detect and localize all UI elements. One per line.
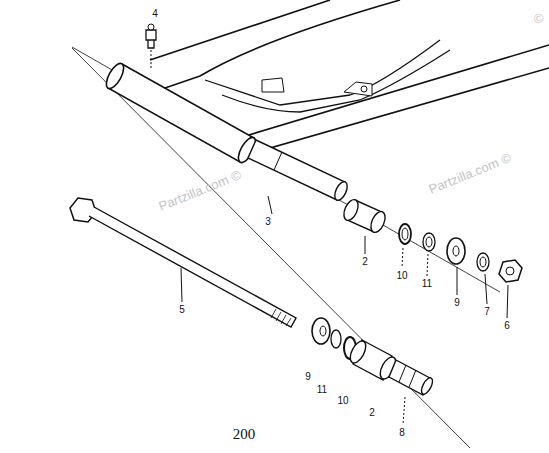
callout-number: 10 bbox=[395, 271, 408, 281]
bushing-end bbox=[347, 339, 369, 366]
leader-line bbox=[403, 397, 405, 425]
nut bbox=[499, 260, 522, 282]
callout-number: 9 bbox=[304, 372, 312, 382]
watermark: © bbox=[532, 10, 546, 26]
leader-line bbox=[402, 248, 403, 268]
bracket bbox=[262, 78, 284, 92]
leader-line bbox=[457, 267, 458, 295]
leader-line bbox=[427, 254, 428, 276]
callout-number: 7 bbox=[483, 307, 491, 317]
lock-washer bbox=[477, 253, 489, 271]
washer bbox=[312, 318, 330, 344]
seal-hole bbox=[402, 228, 408, 240]
washer bbox=[447, 238, 465, 264]
washer bbox=[331, 330, 341, 348]
collar-step bbox=[399, 365, 406, 382]
leader-line bbox=[151, 50, 152, 68]
grease-nipple bbox=[148, 24, 154, 30]
callout-number: 2 bbox=[361, 257, 369, 267]
axis-line bbox=[72, 47, 500, 292]
bracket bbox=[344, 82, 372, 96]
leader-line bbox=[181, 268, 182, 302]
pivot-tube-end bbox=[103, 61, 127, 91]
leader-line bbox=[268, 196, 272, 214]
callout-number: 3 bbox=[264, 217, 272, 227]
washer-hole bbox=[320, 326, 326, 336]
nut-hole bbox=[506, 267, 514, 275]
grease-nipple bbox=[148, 40, 154, 48]
collar-end bbox=[419, 376, 435, 396]
washer-hole bbox=[453, 246, 459, 256]
callout-number: 5 bbox=[178, 305, 186, 315]
callout-number: 11 bbox=[316, 385, 328, 395]
cross-member bbox=[205, 40, 440, 105]
callout-number: 9 bbox=[453, 298, 461, 308]
callout-number: 2 bbox=[368, 408, 376, 418]
pivot-tube bbox=[108, 64, 254, 162]
bushing-end bbox=[368, 210, 388, 235]
callout-number: 11 bbox=[421, 279, 433, 289]
leader-line bbox=[365, 236, 366, 254]
leader-line bbox=[507, 285, 508, 318]
seal bbox=[399, 224, 411, 244]
bracket-hole bbox=[361, 86, 367, 92]
collar-step bbox=[274, 152, 282, 170]
watermark: Partzilla.com © bbox=[157, 168, 243, 213]
pivot-bolt bbox=[89, 207, 296, 327]
inner-collar bbox=[248, 140, 345, 200]
callout-number: 8 bbox=[398, 428, 406, 438]
callout-number: 6 bbox=[503, 321, 511, 331]
swingarm-arm bbox=[165, 0, 400, 88]
figure-number: 200 bbox=[231, 427, 258, 442]
grease-nipple bbox=[146, 30, 156, 40]
leader-line bbox=[485, 274, 487, 304]
washer-hole bbox=[426, 237, 432, 247]
washer-hole bbox=[480, 257, 486, 267]
watermark: Partzilla.com © bbox=[427, 151, 513, 196]
thread bbox=[271, 309, 291, 326]
bushing-end bbox=[341, 198, 361, 223]
collar-step bbox=[409, 370, 416, 387]
swingarm-arm bbox=[232, 45, 549, 140]
callout-number: 4 bbox=[151, 9, 159, 19]
callout-number: 10 bbox=[336, 396, 349, 406]
collar-end bbox=[332, 180, 350, 202]
washer bbox=[423, 233, 435, 251]
cross-member bbox=[222, 50, 450, 112]
